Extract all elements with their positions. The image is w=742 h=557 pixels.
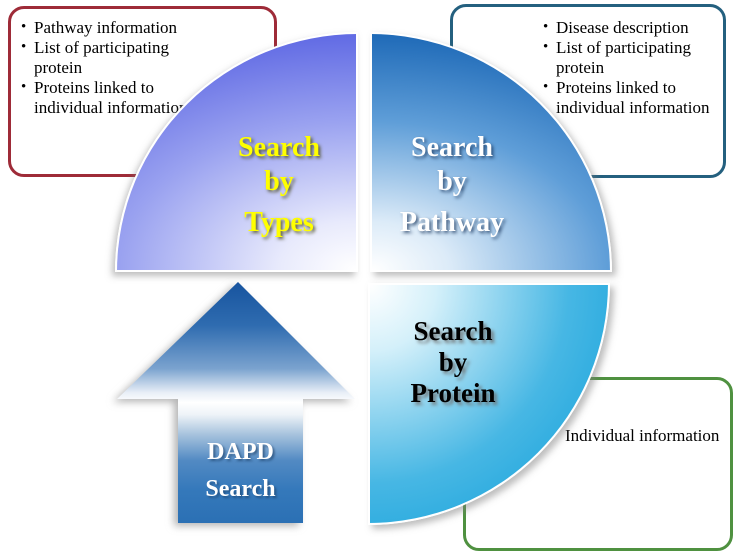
segment-label-pathway: Search by Pathway bbox=[372, 131, 532, 240]
segment-label-line: by bbox=[437, 166, 467, 197]
bullet-item: Proteins linked to individual informatio… bbox=[542, 77, 726, 118]
arrow-label-line: Search bbox=[205, 476, 276, 502]
arrow-label: DAPD Search bbox=[178, 434, 303, 508]
pathway-bullet-list: Disease descriptionList of participating… bbox=[542, 17, 726, 118]
segment-label-line: by bbox=[438, 347, 468, 377]
protein-bullet-list: Individual information bbox=[551, 425, 729, 446]
segment-label-types: Search by Types bbox=[199, 131, 359, 240]
segment-label-line: Search bbox=[413, 316, 493, 346]
segment-label-line: Pathway bbox=[399, 207, 505, 238]
segment-label-line: Types bbox=[244, 207, 314, 238]
bullet-item: Proteins linked to individual informatio… bbox=[20, 77, 206, 118]
bullet-item: List of participating protein bbox=[20, 37, 206, 78]
segment-label-line: Search bbox=[411, 132, 493, 163]
bullet-item: Disease description bbox=[542, 17, 726, 38]
types-bullet-list: Pathway informationList of participating… bbox=[20, 17, 206, 118]
bullet-item: List of participating protein bbox=[542, 37, 726, 78]
segment-label-protein: Search by Protein bbox=[373, 316, 533, 409]
segment-label-line: by bbox=[264, 166, 294, 197]
segment-label-line: Protein bbox=[410, 378, 496, 408]
dapd-search-arrow: DAPD Search bbox=[117, 282, 355, 523]
bullet-item: Individual information bbox=[551, 425, 729, 446]
segment-label-line: Search bbox=[238, 132, 320, 163]
bullet-item: Pathway information bbox=[20, 17, 206, 38]
arrow-label-line: DAPD bbox=[207, 439, 274, 465]
